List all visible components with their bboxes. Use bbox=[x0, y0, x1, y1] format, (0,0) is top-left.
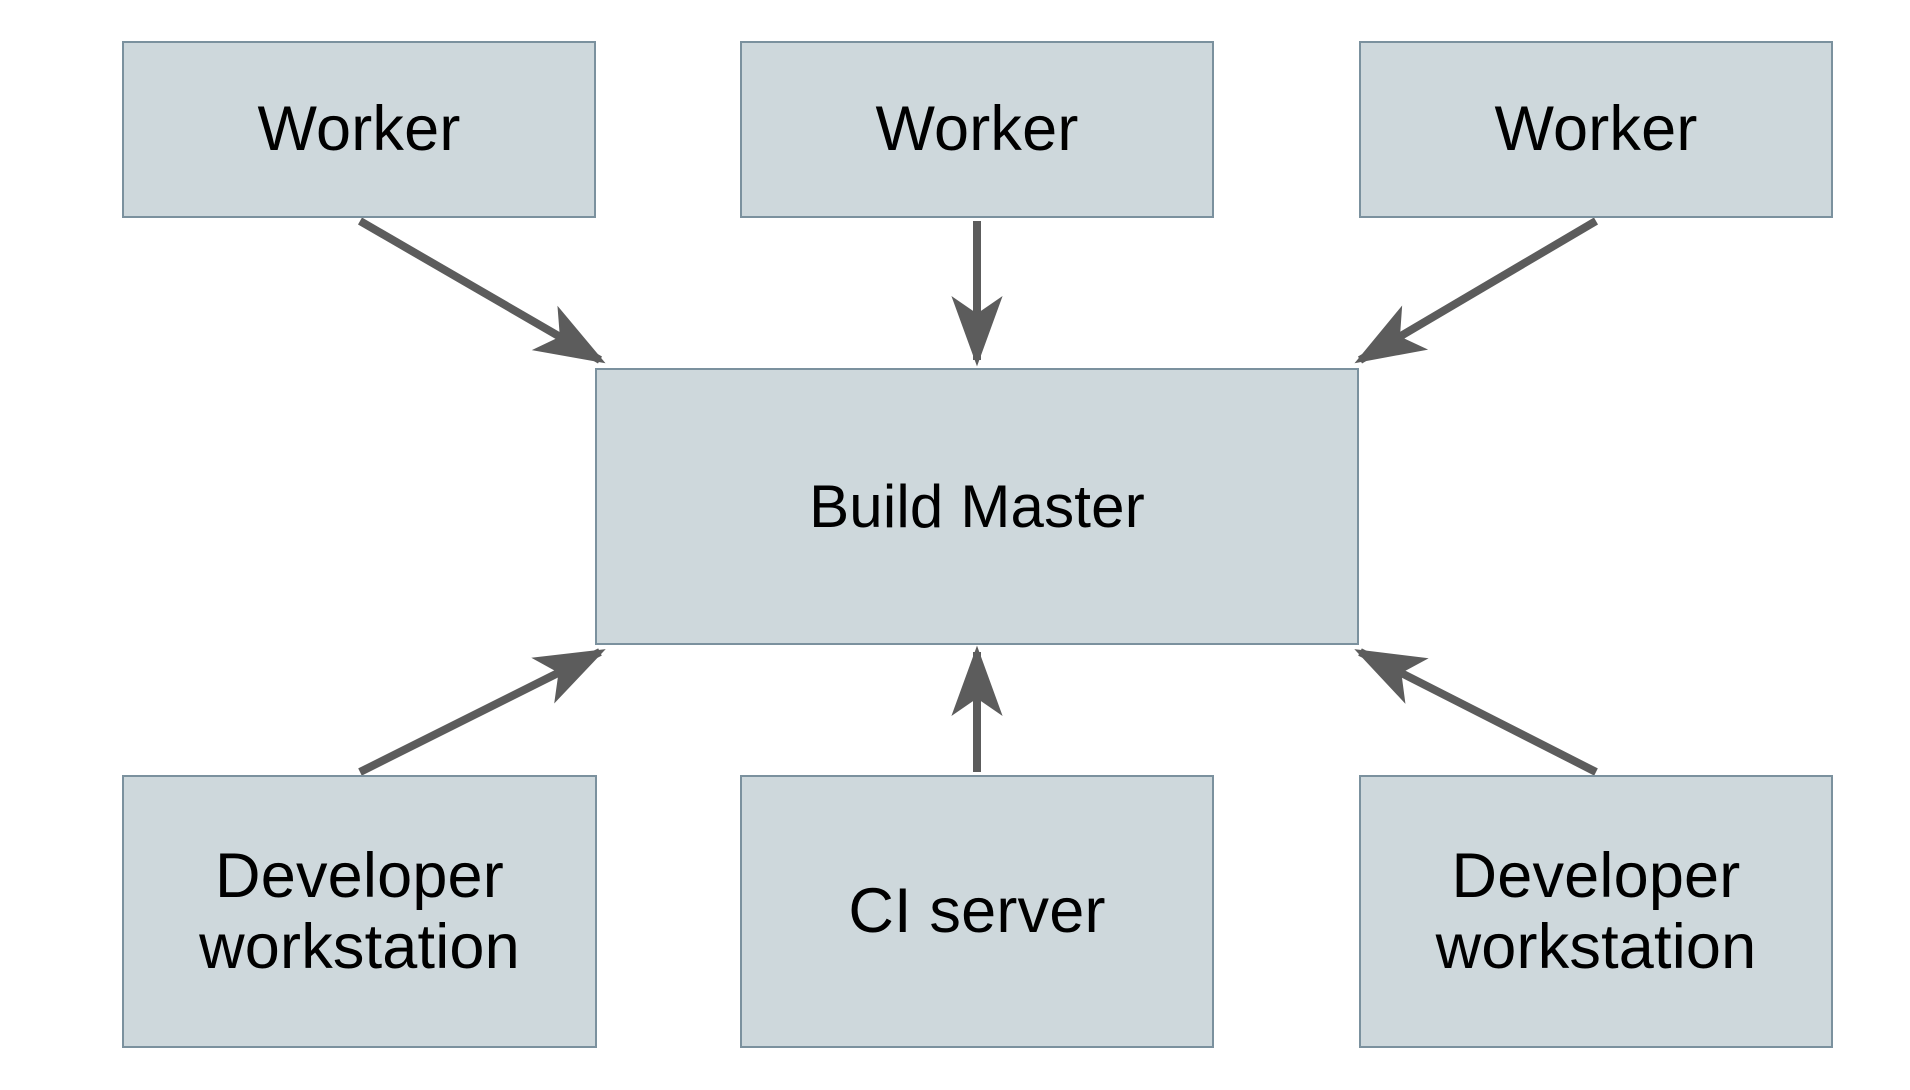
node-worker-left[interactable]: Worker bbox=[122, 41, 596, 218]
node-developer-workstation-right-label: Developer workstation bbox=[1435, 840, 1757, 982]
node-build-master[interactable]: Build Master bbox=[595, 368, 1359, 645]
node-developer-workstation-left-label: Developer workstation bbox=[199, 840, 520, 982]
node-developer-workstation-left[interactable]: Developer workstation bbox=[122, 775, 597, 1048]
node-ci-server[interactable]: CI server bbox=[740, 775, 1214, 1048]
node-worker-left-label: Worker bbox=[257, 94, 461, 165]
node-worker-right[interactable]: Worker bbox=[1359, 41, 1833, 218]
node-worker-mid-label: Worker bbox=[875, 94, 1079, 165]
node-developer-workstation-right[interactable]: Developer workstation bbox=[1359, 775, 1833, 1048]
edge-worker-left-to-build-master bbox=[357, 217, 606, 364]
edge-dev-right-to-build-master bbox=[1354, 648, 1598, 776]
node-worker-mid[interactable]: Worker bbox=[740, 41, 1214, 218]
edge-worker-right-to-build-master bbox=[1354, 217, 1599, 364]
node-ci-server-label: CI server bbox=[848, 876, 1106, 947]
node-worker-right-label: Worker bbox=[1494, 94, 1698, 165]
edge-dev-left-to-build-master bbox=[358, 648, 606, 776]
node-build-master-label: Build Master bbox=[809, 472, 1145, 540]
